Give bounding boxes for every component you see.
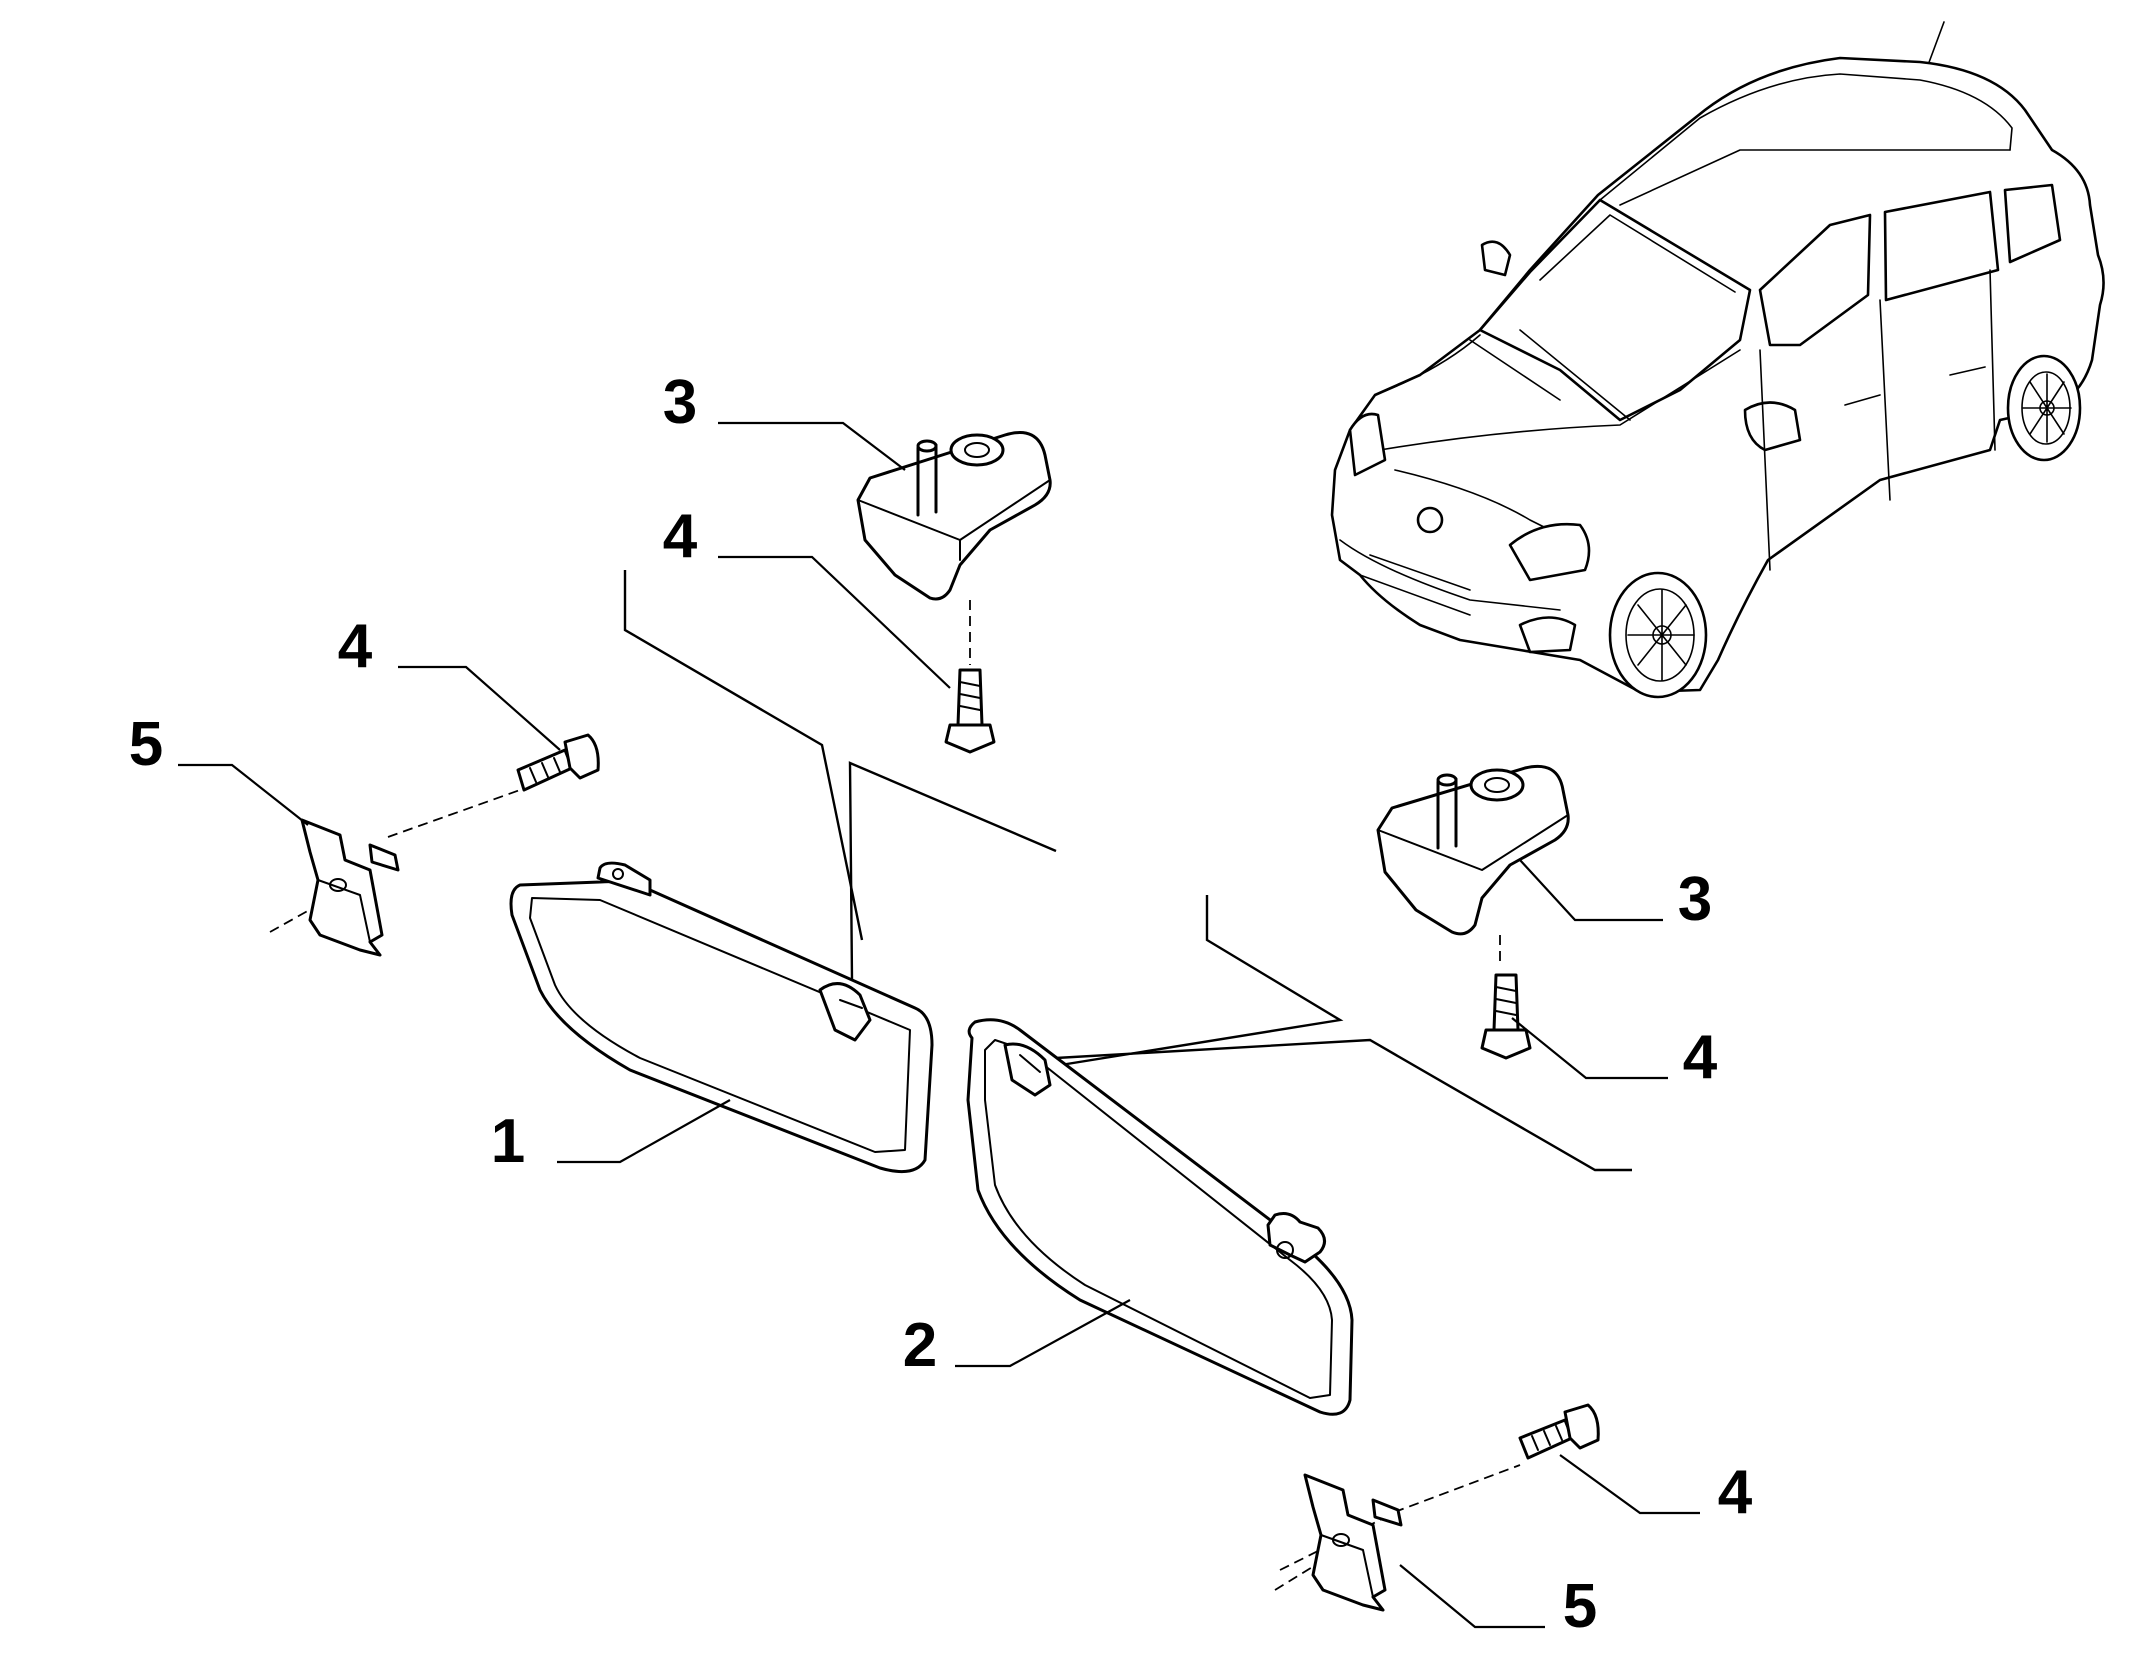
screw-left: [387, 733, 600, 838]
callout-labels: 1 2 3 3 4 4 4 4 5 5: [129, 368, 1753, 1641]
clip-left: [269, 818, 400, 957]
callout-4-top: 4: [663, 502, 698, 571]
leader-lines: [178, 421, 1700, 1629]
callout-1: 1: [491, 1107, 525, 1176]
callout-2: 2: [903, 1311, 937, 1380]
callout-5-left: 5: [129, 710, 163, 779]
bracket-top: [856, 431, 1052, 601]
callout-3-right: 3: [1678, 865, 1712, 934]
sun-visor-left: [509, 861, 934, 1174]
callout-4-left: 4: [338, 612, 373, 681]
callout-3-top: 3: [663, 368, 697, 437]
sun-visor-right: [966, 1018, 1354, 1416]
screw-right: [1480, 935, 1532, 1060]
callout-4-right: 4: [1683, 1023, 1718, 1092]
vehicle-illustration: [1330, 21, 2105, 699]
callout-5-bottom: 5: [1563, 1572, 1597, 1641]
screw-top: [944, 600, 996, 754]
guide-lines: [623, 570, 1632, 1172]
screw-bottom: [1279, 1403, 1600, 1571]
callout-4-bottom: 4: [1718, 1458, 1753, 1527]
clip-bottom: [1274, 1473, 1403, 1612]
bracket-right: [1376, 764, 1570, 936]
